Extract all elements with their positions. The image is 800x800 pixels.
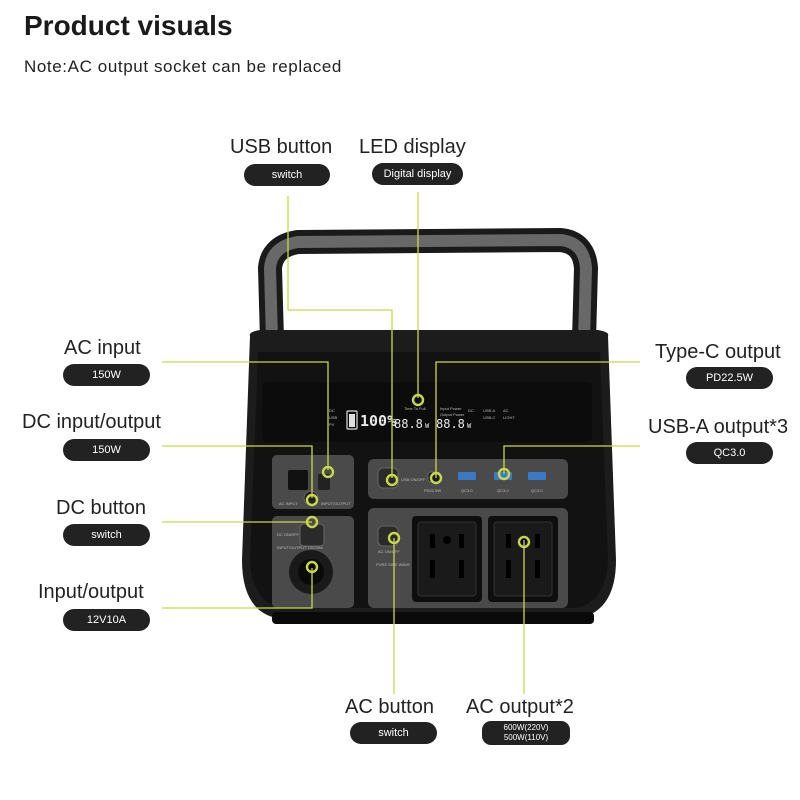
lcd-value-2: 88.8: [436, 417, 465, 431]
panel-label-pd: PD22.5W: [424, 488, 441, 493]
handle: [258, 228, 598, 341]
lcd-value-1: 88.8: [394, 417, 423, 431]
ac-button-label: AC button: [345, 696, 434, 718]
led-display-tag: Digital display: [372, 163, 463, 185]
panel-label-dc-io: INPUT/OUTPUT: [321, 501, 351, 506]
ac-output-label: AC output*2: [466, 696, 574, 718]
panel-label-ac-input: AC INPUT: [279, 501, 298, 506]
page-note: Note:AC output socket can be replaced: [24, 57, 342, 76]
input-output-tag: 12V10A: [63, 609, 150, 631]
panel-label-qc1: QC3.0: [461, 488, 473, 493]
lcd-label-usba: USB-A: [483, 408, 496, 413]
ac-output-tag-line1: 600W(220V): [503, 723, 549, 732]
ac-output-tag-line2: 500W(110V): [503, 733, 549, 742]
lcd-label-dc: DC: [329, 408, 335, 413]
dc-io-label: DC input/output: [22, 411, 161, 433]
usb-a-port-1: [458, 472, 476, 480]
ac-socket-2: [488, 516, 558, 602]
dc-io-tag: 150W: [63, 439, 150, 461]
panel-label-dc-onoff: DC ON/OFF: [277, 532, 300, 537]
lcd-label-pv: PV: [329, 422, 335, 427]
battery-icon: [346, 410, 358, 430]
lcd-label-light: LIGHT: [503, 415, 515, 420]
page-title: Product visuals: [24, 10, 233, 41]
ac-socket-1: [412, 516, 482, 602]
lcd-label-usbc: USB-C: [483, 415, 496, 420]
input-output-label: Input/output: [38, 581, 144, 603]
panel-label-input-output: INPUT/OUTPUT 12V/10A: [277, 545, 323, 550]
lcd-label-usb: USB: [329, 415, 338, 420]
lcd-unit-2: W: [467, 422, 472, 430]
usb-a-tag: QC3.0: [686, 442, 773, 464]
ac-input-socket: [288, 470, 308, 490]
lcd-label-ac: AC: [503, 408, 509, 413]
dc-power-button: [299, 523, 325, 547]
ac-input-tag: 150W: [63, 364, 150, 386]
panel-label-qc3: QC3.0: [531, 488, 543, 493]
lcd-unit-1: W: [425, 422, 430, 430]
type-c-tag: PD22.5W: [686, 367, 773, 389]
ac-input-panel: [272, 455, 354, 509]
led-display-label: LED display: [359, 136, 466, 158]
leader-lines: [162, 192, 640, 694]
lcd-label-time: Time To Full: [404, 406, 426, 411]
type-c-label: Type-C output: [655, 341, 781, 363]
panel-label-ac-onoff: AC ON/OFF: [378, 549, 400, 554]
lcd-label-input: Input Power: [440, 406, 462, 411]
lcd-percent: 100%: [360, 412, 396, 430]
usb-button-label: USB button: [230, 136, 333, 158]
ac-output-tag: 600W(220V) 500W(110V): [482, 721, 570, 745]
dc-button-tag: switch: [63, 524, 150, 546]
callout-markers: [305, 393, 531, 574]
usb-a-label: USB-A output*3: [648, 416, 789, 438]
dc-button-label: DC button: [56, 497, 147, 519]
lcd-label-output: Output Power: [440, 412, 465, 417]
panel-label-usb-onoff: USB ON/OFF: [401, 477, 426, 482]
usb-button-tag: switch: [244, 164, 330, 186]
ac-button-tag: switch: [350, 722, 437, 744]
ac-input-label: AC input: [64, 337, 141, 359]
panel-label-qc2: QC3.0: [497, 488, 509, 493]
lcd-display: [262, 382, 592, 442]
lcd-label-dc2: DC: [468, 408, 474, 413]
usb-a-port-3: [528, 472, 546, 480]
panel-label-pure-sine: PURE SINE WAVE: [376, 562, 410, 567]
